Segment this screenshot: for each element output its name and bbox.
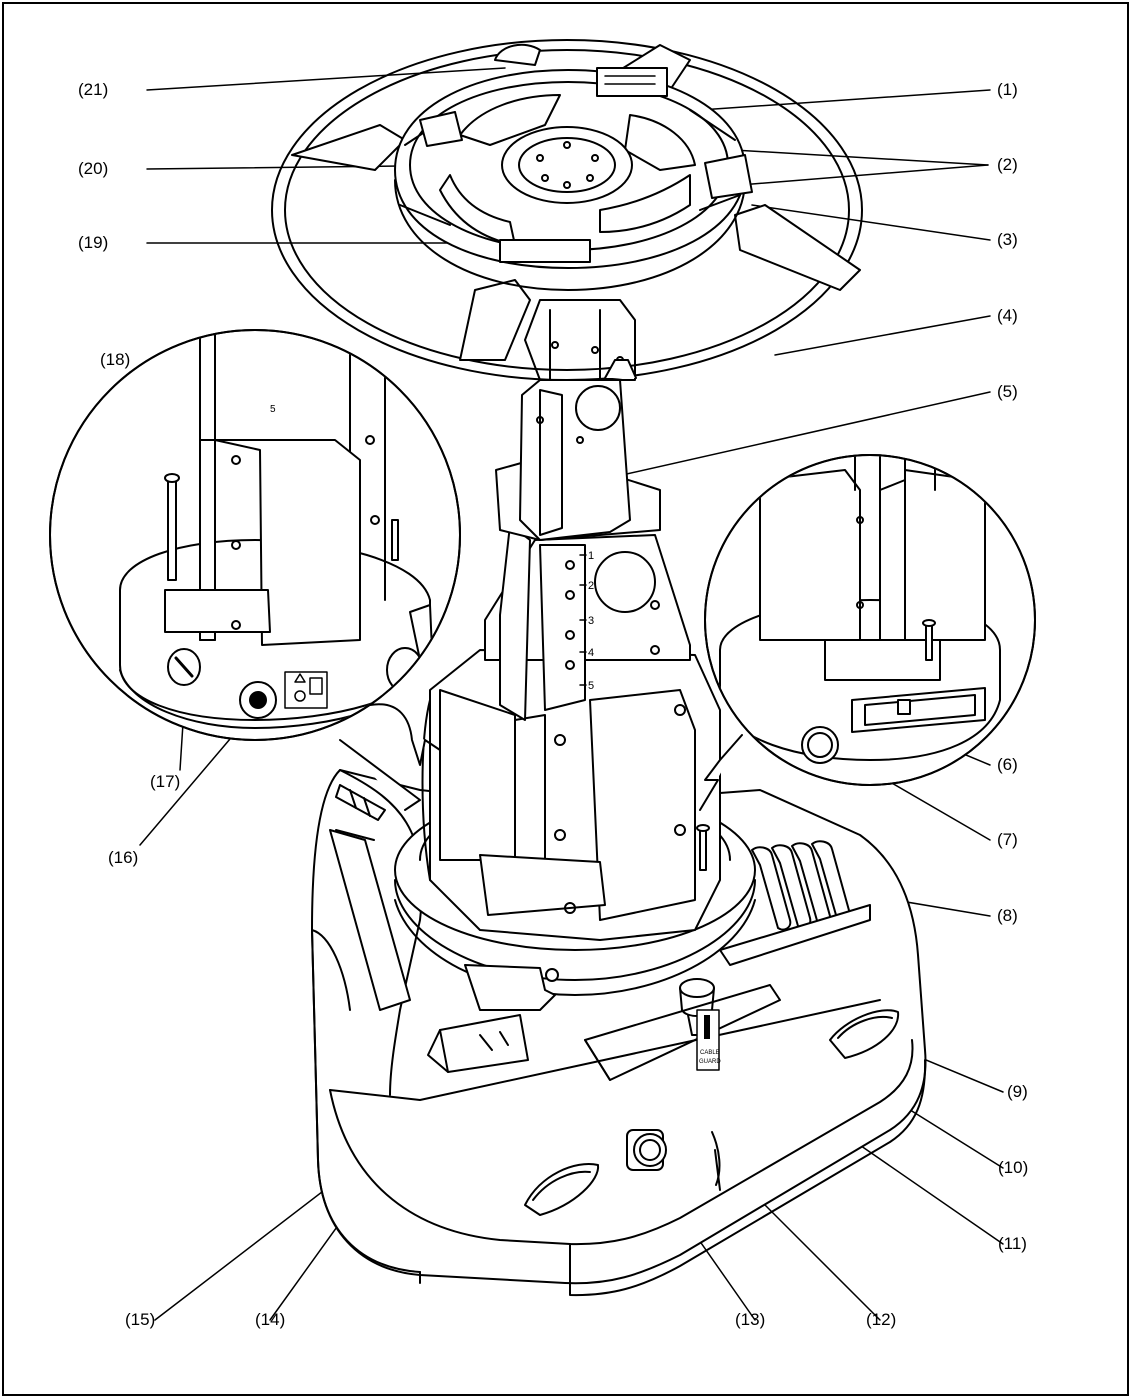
scale-tick-1: 1: [588, 550, 594, 562]
callout-10: (10): [998, 1158, 1029, 1177]
callout-19: (19): [78, 233, 109, 252]
callout-4: (4): [997, 306, 1018, 325]
callout-7: (7): [997, 830, 1018, 849]
column-upper: [519, 299, 636, 541]
switch-13: [626, 1129, 667, 1171]
decal-text-line2: GUARD: [699, 1059, 721, 1065]
top-plate: [394, 67, 753, 291]
scale-tick-4: 4: [588, 647, 594, 659]
detail-view-left: [49, 329, 461, 811]
top-scale-mark: 5: [270, 404, 276, 415]
callout-2: (2): [997, 155, 1018, 174]
callout-13: (13): [735, 1310, 766, 1329]
callout-21: (21): [78, 80, 109, 99]
callout-16: (16): [108, 848, 139, 867]
scale-tick-3: 3: [588, 615, 594, 627]
callout-11: (11): [998, 1234, 1027, 1253]
callout-9: (9): [1007, 1082, 1028, 1101]
callout-6: (6): [997, 755, 1018, 774]
height-scale: [579, 554, 587, 686]
decal-text-line1: CABLE: [700, 1050, 720, 1056]
callout-3: (3): [997, 230, 1018, 249]
scale-tick-2: 2: [588, 580, 594, 592]
callout-15: (15): [125, 1310, 156, 1329]
cable-guard-decal: [696, 1009, 720, 1071]
callout-8: (8): [997, 906, 1018, 925]
scale-tick-5: 5: [588, 680, 594, 692]
callout-12: (12): [866, 1310, 897, 1329]
callout-14: (14): [255, 1310, 286, 1329]
callout-17: (17): [150, 772, 181, 791]
detail-view-right: [699, 454, 1036, 811]
callout-1: (1): [997, 80, 1018, 99]
figure-text: 1 2 3 4 5 5 CABLE GUARD: [270, 404, 721, 1065]
column-lower: [421, 649, 721, 941]
vent-grille: [751, 840, 852, 931]
outer-ring: [271, 39, 863, 381]
callout-5: (5): [997, 382, 1018, 401]
callout-20: (20): [78, 159, 109, 178]
callout-18: (18): [100, 350, 131, 369]
